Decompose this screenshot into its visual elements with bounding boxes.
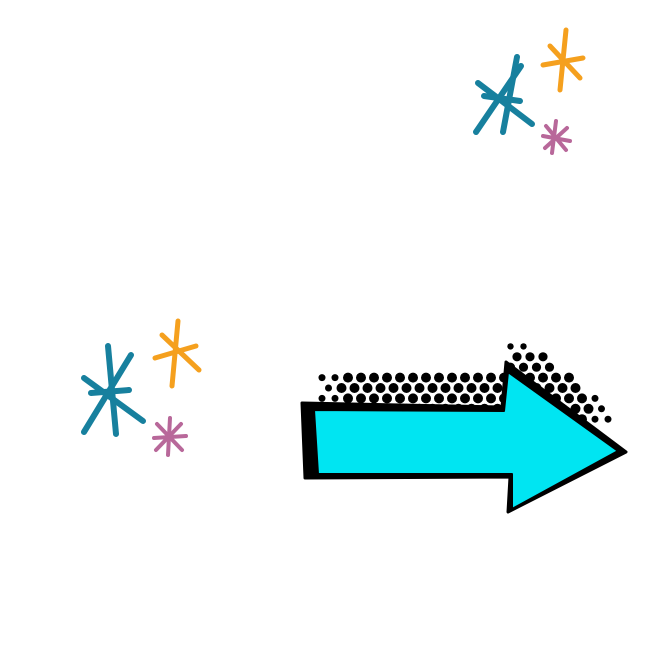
halftone-dot xyxy=(512,352,522,362)
halftone-dot xyxy=(447,372,457,383)
halftone-dot xyxy=(395,393,405,404)
halftone-dot xyxy=(486,372,496,383)
halftone-dot xyxy=(331,394,339,402)
halftone-dot xyxy=(544,383,555,393)
halftone-dot xyxy=(414,383,425,393)
halftone-dot xyxy=(564,393,574,404)
halftone-dot xyxy=(583,403,594,414)
teal-sparkle-icon xyxy=(473,54,535,135)
halftone-dot xyxy=(447,393,457,404)
halftone-dot xyxy=(520,343,527,350)
orange-sparkle-icon xyxy=(540,27,586,93)
halftone-dot xyxy=(369,393,379,404)
halftone-dot xyxy=(388,383,399,393)
halftone-dot xyxy=(356,393,366,404)
halftone-dot xyxy=(440,383,451,393)
halftone-dot xyxy=(518,362,529,372)
halftone-dot xyxy=(598,405,605,413)
halftone-dot xyxy=(604,415,612,423)
sparkle-cluster-top-right xyxy=(473,27,586,155)
halftone-dot xyxy=(486,393,496,404)
halftone-dot xyxy=(362,383,373,393)
halftone-dot xyxy=(336,383,347,393)
halftone-dot xyxy=(356,372,366,383)
halftone-dot xyxy=(434,393,444,404)
halftone-dot xyxy=(343,372,353,383)
orange-sparkle-icon xyxy=(152,318,202,389)
halftone-dot xyxy=(538,352,548,362)
halftone-dot xyxy=(591,394,599,402)
halftone-dot xyxy=(343,393,353,404)
halftone-dot xyxy=(421,372,431,383)
halftone-dot xyxy=(318,374,326,382)
halftone-dot xyxy=(318,394,326,402)
halftone-dot xyxy=(538,372,548,383)
halftone-dot xyxy=(577,393,587,404)
halftone-dot xyxy=(473,393,483,404)
halftone-dot xyxy=(421,393,431,404)
halftone-dot xyxy=(544,362,555,372)
halftone-dot xyxy=(466,383,477,393)
halftone-dot xyxy=(460,372,470,383)
halftone-dot xyxy=(349,383,360,393)
halftone-dot xyxy=(460,393,470,404)
halftone-dot xyxy=(395,372,405,383)
halftone-dot xyxy=(331,374,339,382)
pink-sparkle-icon xyxy=(152,416,188,457)
halftone-dot xyxy=(492,383,503,393)
halftone-dot xyxy=(479,383,490,393)
halftone-dot xyxy=(369,372,379,383)
halftone-dot xyxy=(591,415,599,423)
teal-sparkle-icon xyxy=(81,343,146,437)
halftone-dot xyxy=(382,393,392,404)
halftone-dot xyxy=(525,352,535,362)
pink-sparkle-icon xyxy=(541,119,572,155)
halftone-dot xyxy=(564,372,574,383)
halftone-dot xyxy=(570,383,581,393)
arrow-body xyxy=(313,371,619,510)
halftone-dot xyxy=(551,372,561,383)
halftone-dot xyxy=(531,362,542,372)
halftone-dot xyxy=(401,383,412,393)
halftone-dot xyxy=(382,372,392,383)
halftone-dot xyxy=(507,343,514,350)
halftone-dot xyxy=(453,383,464,393)
halftone-dot xyxy=(325,384,332,392)
halftone-dot xyxy=(434,372,444,383)
right-arrow-icon xyxy=(300,360,628,514)
sparkle-cluster-left xyxy=(81,318,202,457)
halftone-dot xyxy=(408,393,418,404)
halftone-dot xyxy=(427,383,438,393)
halftone-dot xyxy=(473,372,483,383)
halftone-dot xyxy=(557,383,568,393)
halftone-dot xyxy=(408,372,418,383)
halftone-dot xyxy=(375,383,386,393)
